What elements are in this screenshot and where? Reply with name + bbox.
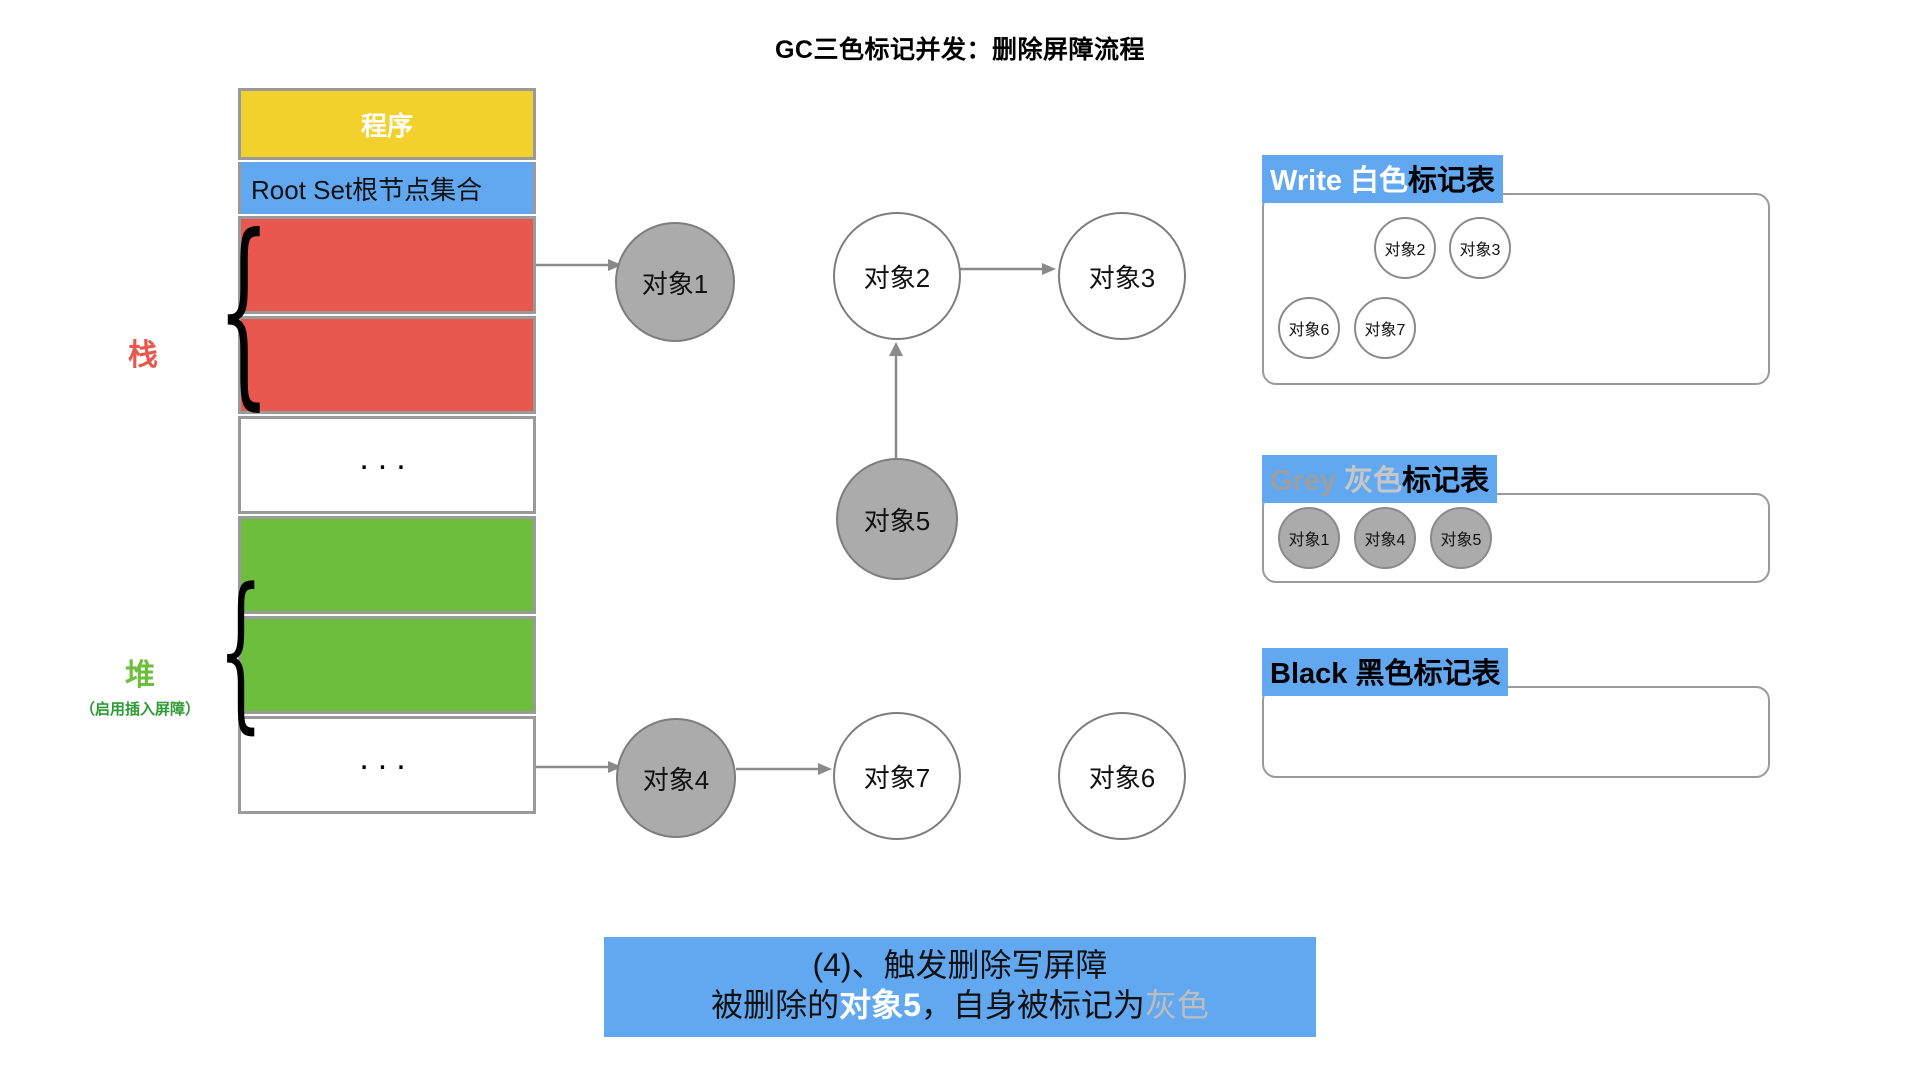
chip-obj2[interactable]: 对象2 (1374, 217, 1436, 279)
caption-line2-color-word: 灰色 (1144, 987, 1209, 1023)
chip-obj3[interactable]: 对象3 (1449, 217, 1511, 279)
memory-row-stack-ellipsis: ... (238, 416, 536, 514)
caption-line-2: 被删除的对象5，自身被标记为灰色 (604, 985, 1316, 1025)
memory-row-heap-ellipsis: ... (238, 716, 536, 814)
page-title: GC三色标记并发：删除屏障流程 (774, 36, 1145, 64)
grey-mark-table-title: Grey 灰色标记表 (1262, 455, 1498, 503)
heap-brace: { (218, 553, 264, 750)
white-mark-table-title: Write 白色标记表 (1262, 155, 1504, 203)
ellipsis-label: ... (359, 439, 415, 477)
memory-column: 程序 Root Set根节点集合 ... ... (238, 88, 536, 816)
memory-row-heap-2 (238, 616, 536, 714)
white-table-title-color: 白色 (1341, 165, 1409, 197)
chip-obj7[interactable]: 对象7 (1354, 297, 1416, 359)
chip-obj6[interactable]: 对象6 (1278, 297, 1340, 359)
arrow-heap-to-obj4 (536, 761, 622, 773)
black-table-title-en: Black (1270, 658, 1348, 690)
arrow-obj2-to-obj3 (960, 263, 1056, 275)
caption-line-1: (4)、触发删除写屏障 (812, 947, 1108, 983)
black-mark-table-body (1262, 686, 1770, 778)
caption-line2-middle: ，自身被标记为 (920, 987, 1145, 1023)
grey-table-title-tail: 标记表 (1402, 465, 1490, 497)
chip-obj4[interactable]: 对象4 (1354, 507, 1416, 569)
grey-table-title-color: 灰色 (1336, 465, 1403, 497)
arrow-rootset-to-obj1 (536, 259, 622, 271)
caption-line2-prefix: 被删除的 (711, 987, 840, 1023)
node-obj7[interactable]: 对象7 (833, 712, 961, 840)
memory-row-stack-1 (238, 216, 536, 314)
arrow-obj4-to-obj7 (736, 763, 832, 775)
ellipsis-label: ... (359, 739, 415, 777)
memory-row-program-label: 程序 (360, 110, 413, 141)
memory-row-stack-2 (238, 316, 536, 414)
white-table-title-tail: 标记表 (1408, 165, 1496, 197)
chip-obj5[interactable]: 对象5 (1430, 507, 1492, 569)
black-table-title-color: 黑色 (1347, 658, 1414, 690)
node-obj4[interactable]: 对象4 (616, 718, 736, 838)
node-obj6[interactable]: 对象6 (1058, 712, 1186, 840)
node-obj2[interactable]: 对象2 (833, 212, 961, 340)
memory-row-root-set: Root Set根节点集合 (238, 162, 536, 214)
memory-row-heap-1 (238, 516, 536, 614)
memory-row-root-set-label: Root Set根节点集合 (251, 174, 483, 205)
grey-mark-table-body: 对象1 对象4 对象5 (1262, 493, 1770, 583)
node-obj3[interactable]: 对象3 (1058, 212, 1186, 340)
arrow-obj5-to-obj2 (889, 342, 903, 464)
node-obj1[interactable]: 对象1 (615, 222, 735, 342)
white-mark-table-body: 对象2 对象3 对象6 对象7 (1262, 193, 1770, 385)
black-mark-table-title: Black 黑色标记表 (1262, 648, 1509, 696)
heap-label: 堆 (125, 659, 155, 692)
stack-brace: { (217, 193, 270, 429)
memory-row-program: 程序 (238, 88, 536, 160)
node-obj5[interactable]: 对象5 (836, 458, 958, 580)
step-caption: (4)、触发删除写屏障 被删除的对象5，自身被标记为灰色 (604, 937, 1316, 1037)
black-table-title-tail: 标记表 (1413, 658, 1501, 690)
heap-label-group: 堆 （启用插入屏障） (40, 650, 240, 719)
stack-label: 栈 (128, 339, 158, 372)
heap-sublabel: （启用插入屏障） (79, 701, 200, 718)
white-table-title-en: Write (1270, 165, 1342, 197)
caption-line2-object: 对象5 (839, 987, 921, 1023)
grey-table-title-en: Grey (1270, 465, 1337, 497)
chip-obj1[interactable]: 对象1 (1278, 507, 1340, 569)
